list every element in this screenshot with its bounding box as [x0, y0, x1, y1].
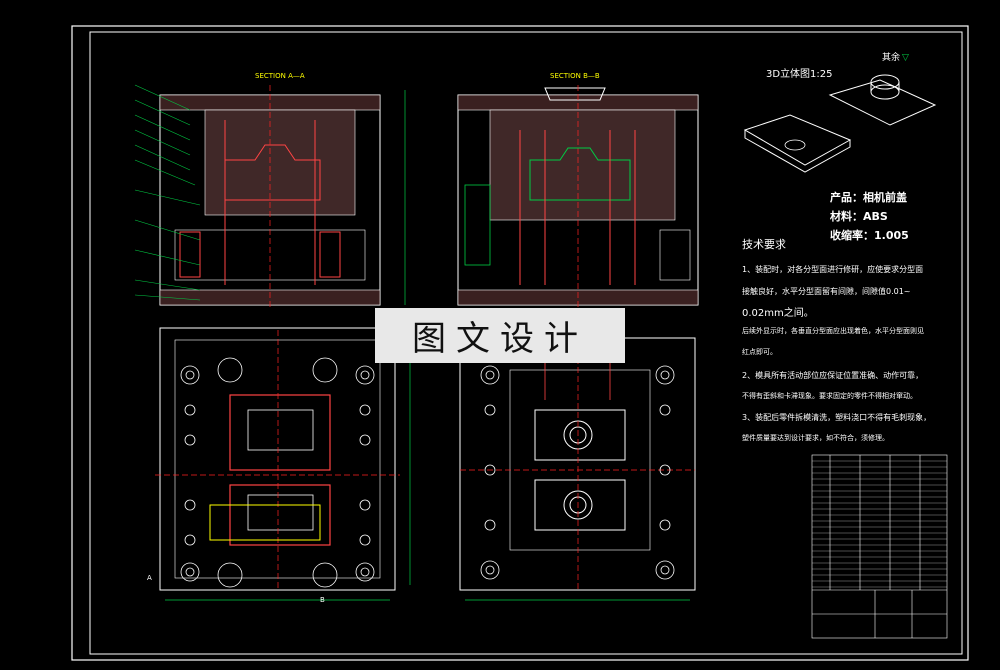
tech-req-1d: 后续外显示时，各垂直分型面应出现着色，水平分型面则见: [742, 326, 924, 335]
section-aa-title: SECTION A—A: [255, 72, 305, 80]
watermark-banner: 图文设计: [375, 308, 625, 363]
product-material: 材料：ABS: [830, 209, 888, 223]
roughness-symbol-icon: ▽: [902, 53, 909, 63]
tech-req-3: 3、装配后零件拆模清洗，塑料浇口不得有毛刺现象，: [742, 412, 931, 422]
product-shrinkage: 收缩率：1.005: [830, 228, 909, 242]
section-aa-view: SECTION A—A: [134, 72, 406, 310]
product-info: 产品：相机前盖 材料：ABS 收缩率：1.005: [830, 190, 909, 242]
parts-list-rows: [812, 460, 947, 588]
plan-view-right: [459, 337, 696, 601]
section-letter-a: A: [147, 574, 152, 582]
tech-req-1b: 接触良好，水平分型面留有间隙，间隙值0.01~: [742, 286, 911, 296]
tech-req-3b: 塑件质量要达到设计要求，如不符合，须修理。: [742, 433, 889, 442]
watermark-text: 图文设计: [412, 319, 588, 359]
technical-requirements: 技术要求 1、装配时，对各分型面进行修研，应使要求分型面 接触良好，水平分型面留…: [742, 238, 931, 442]
tech-req-2b: 不得有歪斜和卡滞现象。要求固定的零件不得相对窜动。: [742, 391, 917, 400]
outer-frame: [71, 25, 969, 661]
parts-list-table: [811, 454, 948, 639]
tech-title: 技术要求: [742, 238, 786, 251]
iso-views: 其余 ▽ 3D立体图1:25: [743, 51, 937, 173]
surface-note: 其余: [882, 51, 900, 63]
plan-view-left: A B: [147, 327, 411, 604]
section-bb-title: SECTION B—B: [550, 72, 600, 80]
tech-req-2: 2、模具所有活动部位应保证位置准确、动作可靠，: [742, 370, 923, 380]
section-letter-b: B: [320, 596, 325, 604]
tech-req-1e: 红点即可。: [742, 347, 777, 356]
tech-req-1c: 0.02mm之间。: [742, 306, 814, 319]
product-name: 产品：相机前盖: [830, 190, 907, 204]
tech-req-1a: 1、装配时，对各分型面进行修研，应使要求分型面: [742, 264, 923, 274]
inner-frame: [89, 31, 963, 655]
iso-label: 3D立体图1:25: [766, 67, 833, 80]
section-bb-view: SECTION B—B: [457, 72, 699, 310]
